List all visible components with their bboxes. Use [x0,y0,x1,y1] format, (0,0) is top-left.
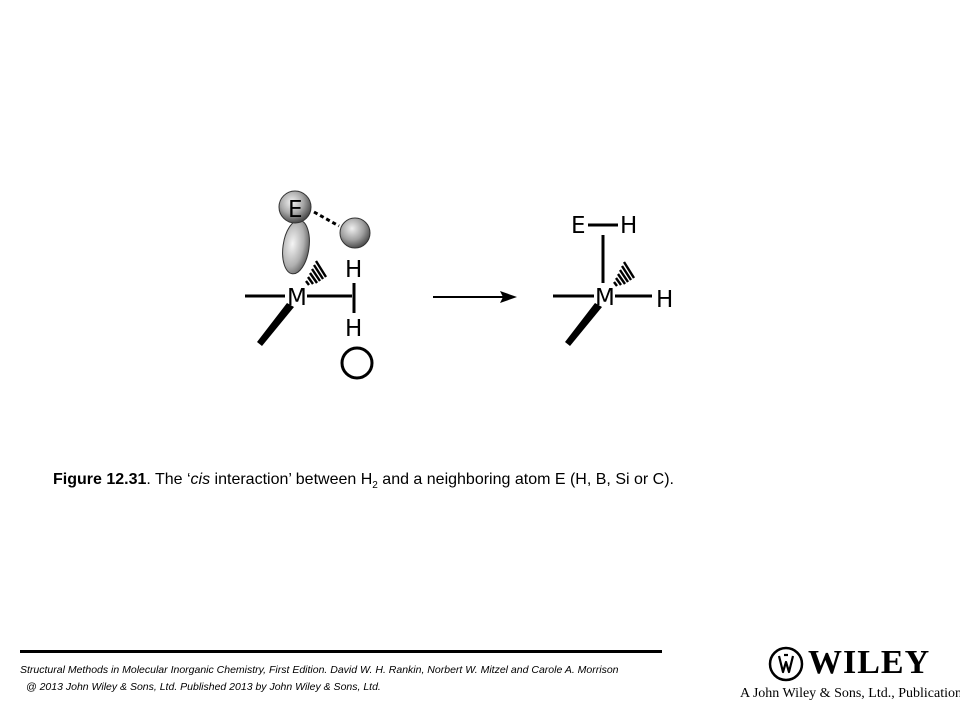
footer-divider [20,650,662,653]
caption-text: . The ‘ [146,471,191,488]
caption-subscript: 2 [372,480,378,492]
reactant-structure: E M H H [245,190,374,380]
citation-line: Structural Methods in Molecular Inorgani… [20,664,619,676]
atom-m-label: M [287,285,307,311]
e-orbital-lobe [282,219,310,275]
citation-line: @ 2013 John Wiley & Sons, Ltd. Published… [26,681,381,693]
caption-italic: cis [190,471,211,488]
atom-h-e-label: H [620,213,637,239]
publisher-tagline: A John Wiley & Sons, Ltd., Publication [740,686,960,701]
hashed-bond [305,260,328,286]
h-orbital-empty-circle [340,346,374,380]
publisher-logo: WILEY [808,644,931,681]
wiley-logo-icon [768,646,804,682]
h-orbital-sphere [339,217,371,249]
figure-label: Figure 12.31 [53,471,147,488]
product-structure: E H M H [553,213,673,346]
figure-caption: Figure 12.31. The ‘cis interaction’ betw… [53,471,674,491]
wedge-bond [257,303,294,346]
caption-text: interaction’ between H [210,471,373,488]
atom-e-label: E [571,213,586,239]
reaction-diagram: E M H H E H [245,190,673,380]
e-atom-sphere [278,190,312,224]
caption-text: and a neighboring atom E (H, B, Si or C)… [377,471,674,488]
dashed-interaction [313,210,340,228]
atom-h-bottom-label: H [345,316,362,342]
atom-h-top-label: H [345,257,362,283]
book-citation: Structural Methods in Molecular Inorgani… [20,662,619,696]
atom-h-m-label: H [656,287,673,313]
hashed-bond [613,261,636,287]
reaction-arrow [433,291,517,303]
atom-e-label: E [288,197,303,223]
atom-m-label: M [595,285,615,311]
wedge-bond [565,303,602,346]
